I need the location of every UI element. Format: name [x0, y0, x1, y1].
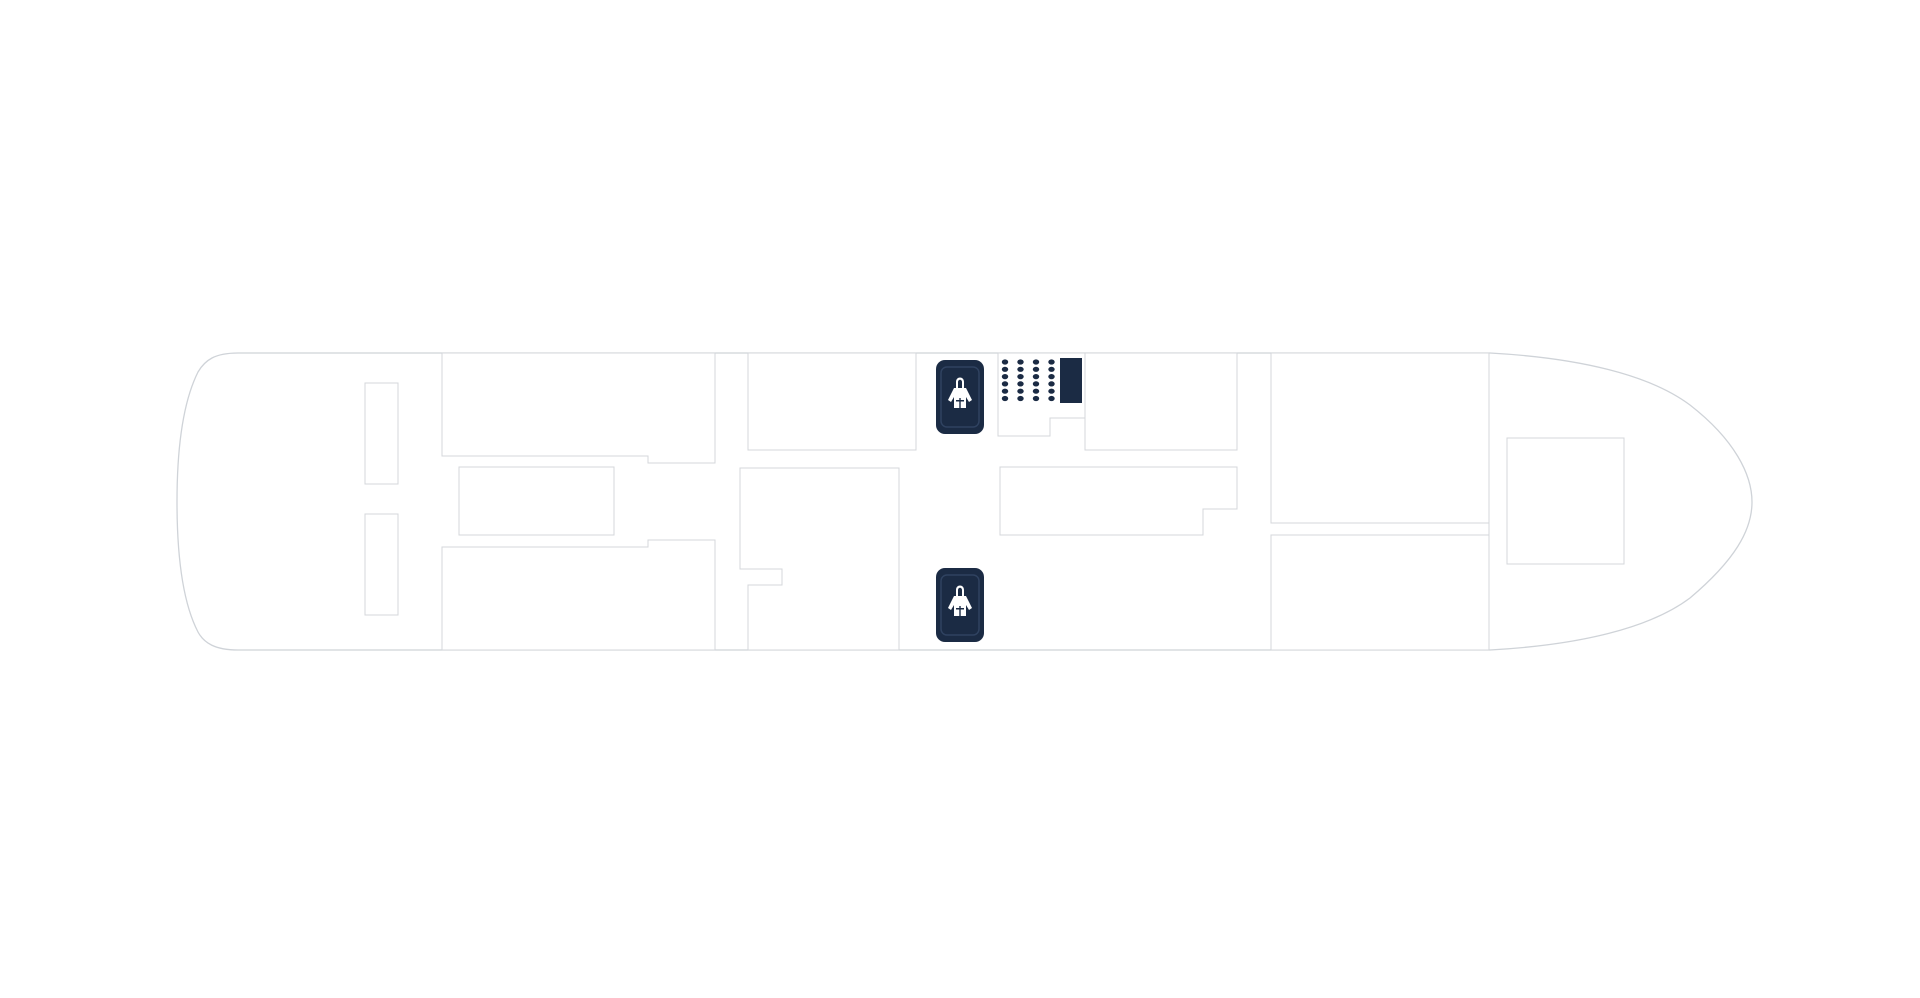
- seat: [1048, 381, 1055, 387]
- seat: [1001, 366, 1009, 372]
- life-jacket-icon: [948, 585, 972, 616]
- aft-port-cabin[interactable]: [441, 352, 716, 464]
- seat: [1001, 381, 1009, 387]
- seat: [1048, 395, 1055, 402]
- aft-starboard-cabin[interactable]: [441, 539, 716, 651]
- life-jacket-marker-starboard[interactable]: [936, 568, 984, 642]
- seat: [1032, 366, 1040, 372]
- seating-screen-block: [1060, 358, 1082, 403]
- mid-center-room[interactable]: [739, 467, 900, 651]
- aft-slot-upper[interactable]: [364, 382, 399, 485]
- center-port-cabin[interactable]: [1084, 352, 1238, 451]
- life-jacket-icon: [948, 377, 972, 408]
- bow-room[interactable]: [1506, 437, 1625, 565]
- seat: [1001, 359, 1009, 365]
- seat: [1048, 366, 1055, 372]
- seat: [1001, 395, 1009, 402]
- fwd-starboard-cabin[interactable]: [1270, 534, 1490, 651]
- life-jacket-marker-port[interactable]: [936, 360, 984, 434]
- seat: [1032, 381, 1040, 387]
- seat: [1017, 374, 1024, 380]
- seat: [1032, 359, 1040, 365]
- seat: [1017, 388, 1024, 394]
- center-hall[interactable]: [999, 466, 1238, 536]
- seat: [1017, 359, 1024, 365]
- seat: [1017, 381, 1024, 387]
- seating-grid: [1001, 359, 1055, 402]
- seat: [1001, 388, 1009, 394]
- seat: [1001, 374, 1009, 380]
- seat: [1048, 359, 1055, 365]
- aft-slot-lower[interactable]: [364, 513, 399, 616]
- seat: [1017, 395, 1024, 402]
- fwd-port-cabin[interactable]: [1270, 352, 1490, 524]
- seat: [1032, 395, 1040, 402]
- seat: [1048, 388, 1055, 394]
- seat: [1032, 374, 1040, 380]
- aft-center-lounge[interactable]: [458, 466, 615, 536]
- seat: [1048, 374, 1055, 380]
- seat: [1032, 388, 1040, 394]
- seat: [1017, 366, 1024, 372]
- mid-port-cabin[interactable]: [747, 352, 917, 451]
